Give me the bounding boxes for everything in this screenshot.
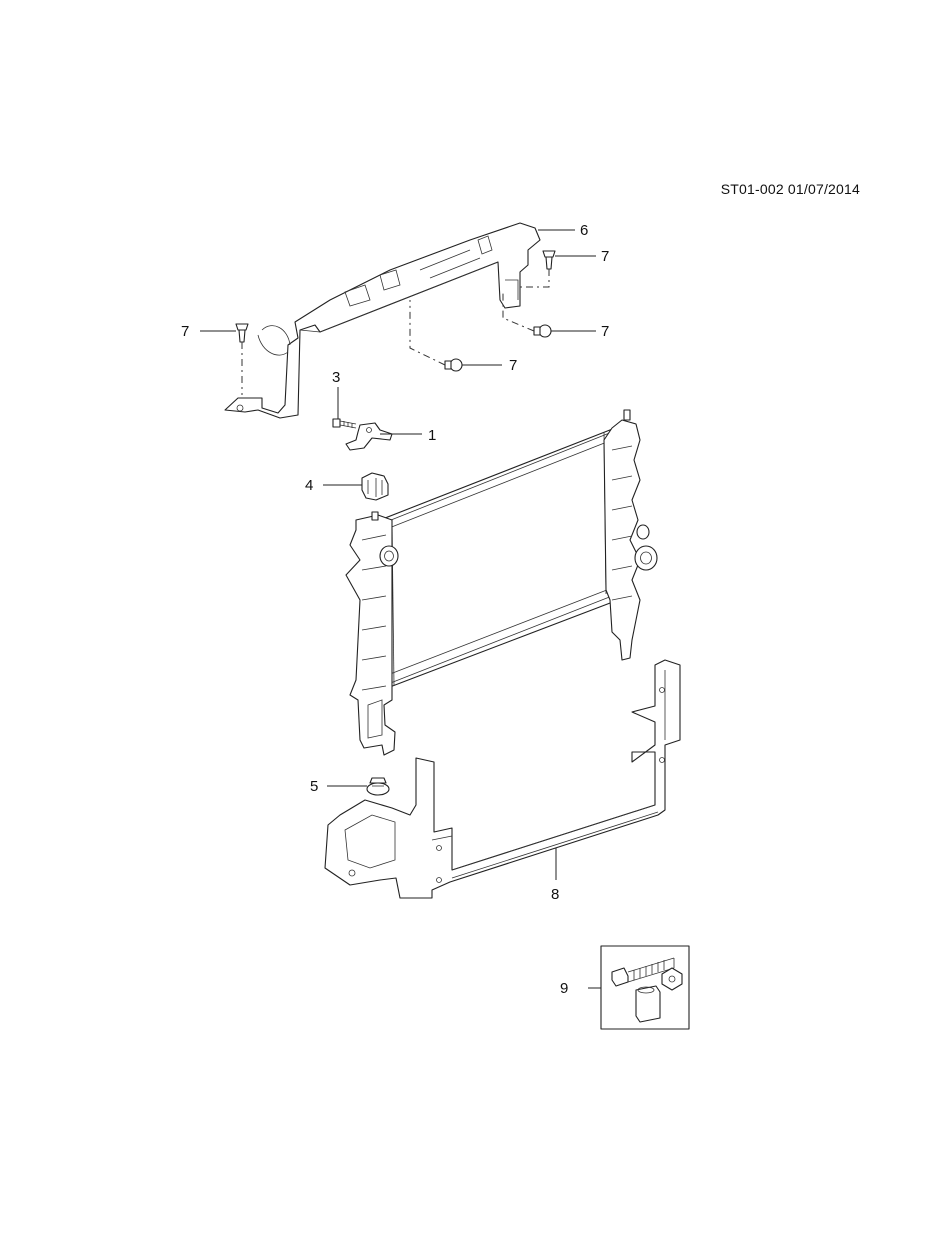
part-7-clip-lower-right[interactable] xyxy=(533,324,552,338)
callout-4: 4 xyxy=(305,477,313,494)
callout-1: 1 xyxy=(428,427,436,444)
radiator-core[interactable] xyxy=(379,427,619,691)
callout-7-upper-right: 7 xyxy=(601,248,609,265)
part-3-bolt[interactable] xyxy=(332,418,357,429)
radiator-left-tank[interactable] xyxy=(345,511,399,756)
part-5-lower-insulator[interactable] xyxy=(366,777,390,796)
callout-3: 3 xyxy=(332,369,340,386)
part-9-repair-kit[interactable] xyxy=(600,945,690,1030)
callout-6: 6 xyxy=(580,222,588,239)
callout-7-left: 7 xyxy=(181,323,189,340)
callout-9: 9 xyxy=(560,980,568,997)
part-7-clip-upper-right[interactable] xyxy=(542,250,556,270)
part-6-upper-deflector[interactable] xyxy=(224,222,541,419)
document-reference: ST01-002 01/07/2014 xyxy=(720,181,860,197)
callout-5: 5 xyxy=(310,778,318,795)
part-1-bracket[interactable] xyxy=(345,422,393,451)
part-7-clip-center[interactable] xyxy=(444,358,463,372)
callout-7-center: 7 xyxy=(509,357,517,374)
callout-7-lower-right: 7 xyxy=(601,323,609,340)
part-4-upper-insulator[interactable] xyxy=(361,472,389,501)
part-7-clip-left[interactable] xyxy=(235,323,249,343)
part-8-lower-support[interactable] xyxy=(324,659,681,899)
radiator-right-tank[interactable] xyxy=(603,409,658,661)
callout-8: 8 xyxy=(551,886,559,903)
